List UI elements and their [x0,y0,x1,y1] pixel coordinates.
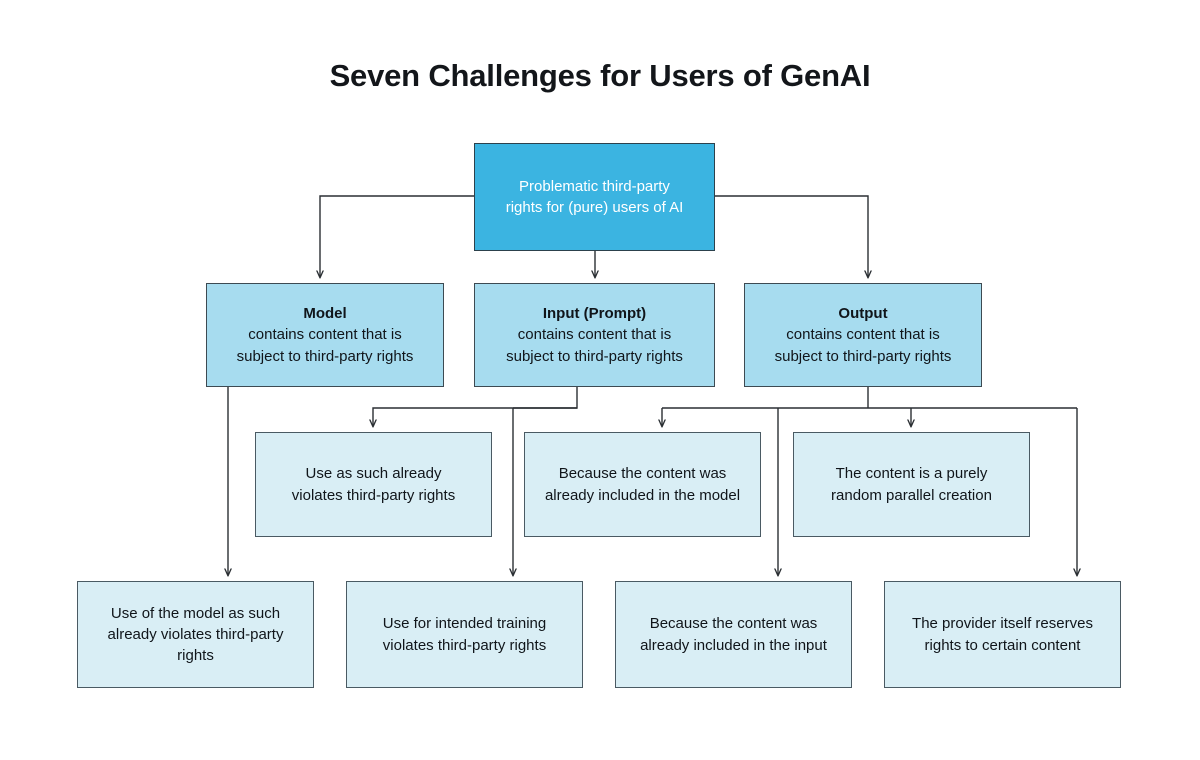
node-l4-0-line2: already violates third-party [107,625,284,643]
node-l3-2-line2: random parallel creation [831,486,992,504]
edge-root-to-model [320,195,474,277]
node-l4-1-line2: violates third-party rights [382,636,547,654]
node-l3-0-line1: Use as such already [305,465,442,483]
node-root[interactable]: Problematic third-party rights for (pure… [474,143,715,251]
node-output-heading: Output [838,305,888,323]
node-challenge-intended-training[interactable]: Use for intended training violates third… [346,581,583,688]
node-l4-2-line1: Because the content was [649,615,818,633]
node-l4-3-line2: rights to certain content [924,636,1081,654]
node-l4-0-line1: Use of the model as such [110,604,281,622]
node-l4-3-line1: The provider itself reserves [912,615,1093,633]
node-output-line2: subject to third-party rights [774,347,952,365]
node-l3-1-line2: already included in the model [544,486,741,504]
page-title: Seven Challenges for Users of GenAI [329,58,871,93]
node-model-line2: subject to third-party rights [236,347,414,365]
node-model[interactable]: Model contains content that is subject t… [206,283,444,387]
node-model-heading: Model [303,305,347,323]
edge-input-bus [373,387,578,426]
node-l3-1-line1: Because the content was [558,465,727,483]
node-input-line2: subject to third-party rights [506,347,683,365]
node-input-line1: contains content that is [517,326,672,344]
node-root-line1: Problematic third-party [519,177,670,195]
node-model-line1: contains content that is [248,326,402,344]
node-input-prompt[interactable]: Input (Prompt) contains content that is … [474,283,715,387]
node-l4-2-line2: already included in the input [640,636,827,654]
node-challenge-random-parallel-creation[interactable]: The content is a purely random parallel … [793,432,1030,537]
node-challenge-included-in-model[interactable]: Because the content was already included… [524,432,761,537]
node-output[interactable]: Output contains content that is subject … [744,283,982,387]
edge-root-to-output [715,195,868,277]
node-output-line1: contains content that is [786,326,940,344]
node-challenge-included-in-input[interactable]: Because the content was already included… [615,581,852,688]
node-challenge-provider-reserves-rights[interactable]: The provider itself reserves rights to c… [884,581,1121,688]
node-challenge-use-of-model[interactable]: Use of the model as such already violate… [77,581,314,688]
node-input-heading: Input (Prompt) [542,305,647,323]
node-challenge-use-as-such[interactable]: Use as such already violates third-party… [255,432,492,537]
node-l4-1-line1: Use for intended training [382,615,547,633]
node-root-line2: rights for (pure) users of AI [505,199,684,216]
node-l3-0-line2: violates third-party rights [291,486,456,504]
node-l3-2-line1: The content is a purely [835,465,988,483]
node-l4-0-line3: rights [177,647,214,665]
